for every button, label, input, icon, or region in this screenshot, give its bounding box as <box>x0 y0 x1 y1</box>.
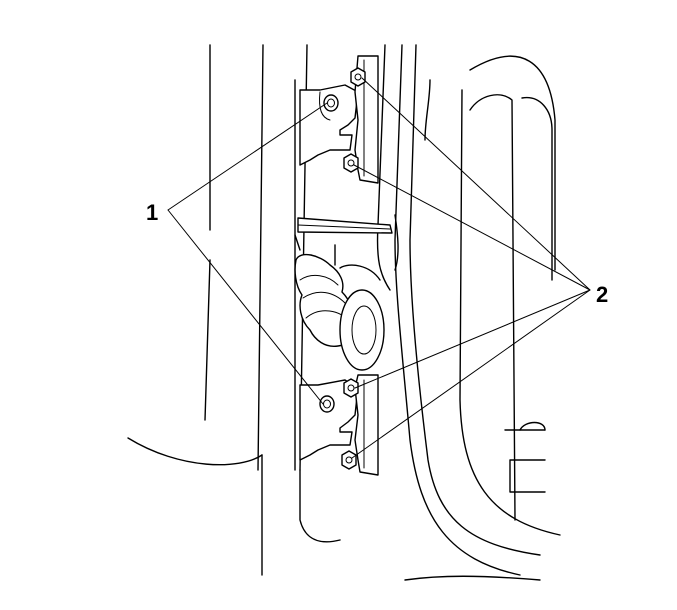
nut-lower-top <box>343 378 359 398</box>
pillar-frame <box>376 44 561 581</box>
nut-upper-top <box>350 67 366 87</box>
nut-lower-bottom <box>341 450 357 470</box>
bolt-upper-left <box>323 94 339 112</box>
check-strap <box>294 217 393 251</box>
leader-lines-2 <box>351 77 591 459</box>
upper-hinge <box>299 55 379 184</box>
leader-lines-1 <box>167 102 328 405</box>
callout-2: 2 <box>596 282 608 307</box>
bolt-lower-left <box>319 395 335 413</box>
lower-hinge <box>299 374 379 476</box>
hinge-nuts-2 <box>341 67 366 470</box>
wiring-harness-boot <box>294 244 385 371</box>
hinge-bolts-1 <box>319 94 339 413</box>
callout-1: 1 <box>146 200 158 225</box>
nut-upper-bottom <box>343 153 359 173</box>
